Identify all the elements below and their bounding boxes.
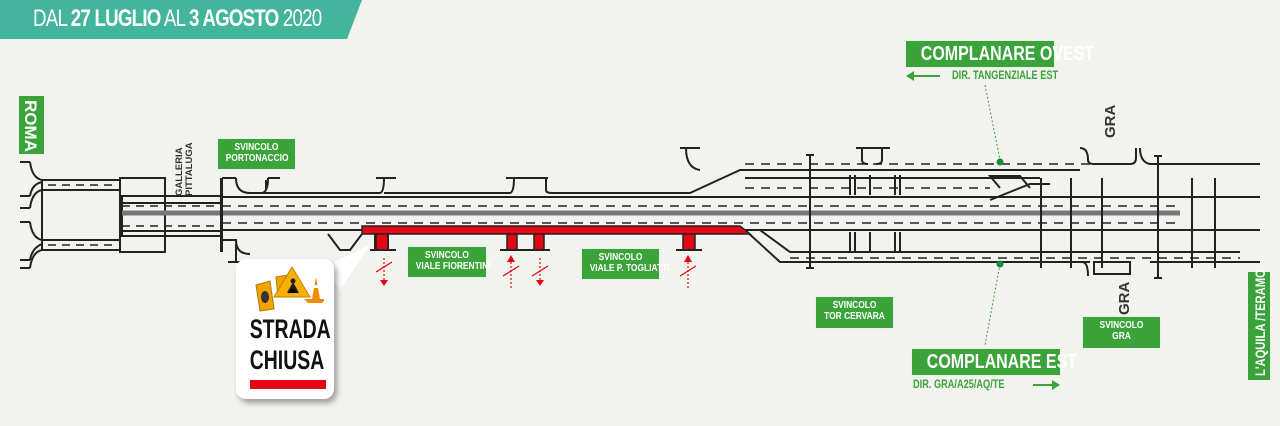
left-arrow-icon bbox=[906, 71, 940, 81]
junction-label-line2: VIALE P. TOGLIATTI bbox=[589, 262, 670, 275]
complanare-est-box: COMPLANARE EST bbox=[912, 349, 1078, 375]
junction-label-line1: SVINCOLO bbox=[1099, 319, 1144, 331]
laquila-teramo-text: L'AQUILA /TERAMO bbox=[1252, 269, 1268, 376]
closed-ramp-arrows bbox=[375, 255, 697, 288]
road-closed-card: STRADA CHIUSA bbox=[236, 259, 334, 399]
gra-label-south: GRA bbox=[1116, 281, 1133, 315]
banner-prefix: DAL bbox=[33, 5, 71, 32]
gra-label-north: GRA bbox=[1102, 104, 1119, 138]
complanare-ovest-title: COMPLANARE OVEST bbox=[920, 43, 1095, 65]
closed-red-bar bbox=[250, 380, 326, 389]
tunnel-label: GALLERIA PITTALUGA bbox=[174, 142, 195, 196]
complanare-est-marker bbox=[996, 260, 1004, 268]
tunnel-name-line2: PITTALUGA bbox=[183, 142, 195, 196]
junction-label-line1: SVINCOLO bbox=[425, 249, 469, 261]
banner-middle: AL bbox=[160, 5, 189, 32]
complanare-est-title: COMPLANARE EST bbox=[926, 351, 1078, 373]
right-arrow-icon bbox=[1033, 380, 1060, 390]
start-date: 27 LUGLIO bbox=[70, 5, 162, 32]
closed-road-section bbox=[361, 225, 753, 251]
complanare-ovest-box: COMPLANARE OVEST bbox=[906, 41, 1095, 67]
banner-year: 2020 bbox=[278, 5, 322, 32]
junction-label-line2: GRA bbox=[1112, 330, 1131, 343]
cross-structures bbox=[806, 154, 1216, 279]
main-carriageway bbox=[222, 147, 1260, 277]
end-date: 3 AGOSTO bbox=[188, 5, 279, 32]
date-banner: DAL 27 LUGLIO AL 3 AGOSTO 2020 bbox=[0, 0, 362, 39]
roma-approach-roads bbox=[20, 161, 166, 269]
banner-shape bbox=[0, 0, 362, 39]
callout-pointer bbox=[324, 245, 370, 290]
junction-label-line2: PORTONACCIO bbox=[225, 152, 289, 165]
junction-gra: SVINCOLO GRA bbox=[1083, 317, 1160, 348]
junction-tor-cervara: SVINCOLO TOR CERVARA bbox=[816, 297, 893, 328]
junction-label-line1: SVINCOLO bbox=[832, 299, 877, 311]
strada-text: STRADA bbox=[249, 314, 331, 344]
date-range-text: DAL 27 LUGLIO AL 3 AGOSTO 2020 bbox=[33, 5, 322, 33]
roma-label: ROMA bbox=[19, 96, 44, 154]
roma-text: ROMA bbox=[21, 100, 40, 152]
laquila-teramo-label: L'AQUILA /TERAMO bbox=[1248, 269, 1270, 380]
junction-label-line2: TOR CERVARA bbox=[824, 310, 885, 323]
complanare-markers bbox=[984, 84, 1004, 346]
roadworks-signs-icon bbox=[255, 266, 324, 312]
complanare-ovest-direction: DIR. TANGENZIALE EST bbox=[952, 70, 1059, 82]
complanare-ovest-marker bbox=[996, 158, 1004, 166]
chiusa-text: CHIUSA bbox=[249, 345, 325, 375]
junction-label-line1: SVINCOLO bbox=[598, 251, 643, 263]
junction-viale-fiorentini: SVINCOLO VIALE FIORENTINI bbox=[408, 247, 491, 277]
junction-label-line1: SVINCOLO bbox=[234, 141, 279, 153]
junction-viale-togliatti: SVINCOLO VIALE P. TOGLIATTI bbox=[582, 249, 670, 279]
tunnel-section bbox=[121, 178, 1180, 252]
complanare-est-direction: DIR. GRA/A25/AQ/TE bbox=[913, 379, 1005, 391]
junction-label-line2: VIALE FIORENTINI bbox=[415, 260, 491, 273]
junction-portonaccio: SVINCOLO PORTONACCIO bbox=[218, 139, 295, 169]
